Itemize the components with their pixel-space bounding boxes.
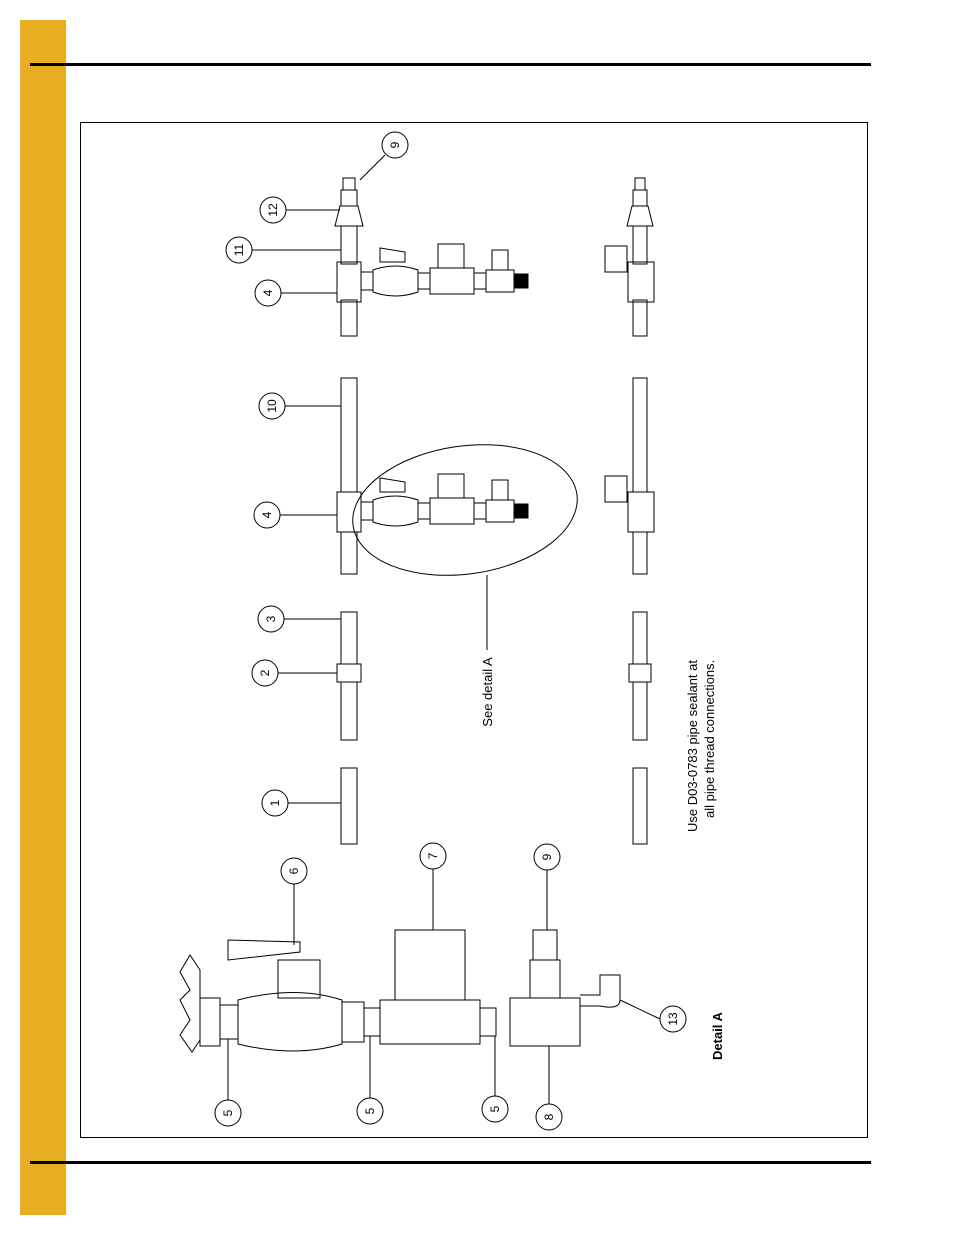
pipe-segment [341, 532, 357, 574]
tee-8 [486, 270, 514, 292]
callout-3-label: 3 [264, 615, 278, 622]
pipe-1 [341, 768, 357, 844]
branch-nipple [474, 273, 486, 289]
valve-end [342, 1002, 364, 1042]
callout-5-c-label: 5 [488, 1105, 502, 1112]
tee-8 [486, 500, 514, 522]
side-cap [635, 178, 645, 190]
side-pipe [633, 768, 647, 844]
detail-a [180, 930, 620, 1052]
callout-2-label: 2 [258, 669, 272, 676]
side-nipple [633, 226, 647, 264]
branch-nipple [361, 272, 373, 290]
pipe-segment [341, 300, 357, 336]
callout-11-label: 11 [232, 243, 246, 256]
side-fitting [633, 190, 647, 206]
side-pipe [633, 532, 647, 574]
pipe-3 [341, 612, 357, 664]
side-pipe [633, 612, 647, 664]
fitting-9-detail [530, 960, 560, 998]
nipple-5 [480, 1008, 496, 1036]
side-tee [628, 492, 654, 532]
callout-5-b-label: 5 [363, 1107, 377, 1114]
note-line-1: Use D03-0783 pipe sealant at [685, 660, 700, 832]
solenoid-coil [438, 244, 464, 268]
solenoid-coil-7 [395, 930, 465, 1000]
fitting-9 [341, 190, 357, 206]
nipple-5 [220, 1005, 238, 1039]
callout-7-label: 7 [426, 852, 440, 859]
side-pipe [633, 378, 647, 492]
tee-4 [337, 492, 361, 532]
solenoid-body [430, 268, 474, 294]
callout-8-label: 8 [542, 1113, 556, 1120]
pipe-stack [337, 612, 361, 844]
branch-nipple [418, 503, 430, 519]
valve-handle [380, 248, 405, 262]
callout-9-top-label: 9 [388, 141, 402, 148]
callout-9-detail-label: 9 [540, 853, 554, 860]
nipple-5 [364, 1008, 380, 1036]
callout-5-a-label: 5 [221, 1109, 235, 1116]
callout-10-label: 10 [265, 399, 279, 413]
fitting-9-cap [343, 178, 355, 190]
elbow-13 [514, 504, 528, 518]
side-pipe [633, 300, 647, 336]
callout-6-label: 6 [287, 867, 301, 874]
coupling-2 [337, 664, 361, 682]
callout-1-label: 1 [268, 799, 282, 806]
fitting-9 [492, 250, 508, 270]
fitting-9 [492, 480, 508, 500]
valve-handle-6 [228, 940, 300, 960]
solenoid-body-detail [380, 1000, 480, 1044]
callout-4-top-label: 4 [261, 289, 275, 296]
detail-a-ellipse [344, 431, 586, 589]
side-solenoid [605, 476, 627, 502]
pipe-segment [341, 682, 357, 740]
top-assembly [335, 178, 528, 336]
side-tee [628, 262, 654, 302]
see-detail-label: See detail A [480, 657, 495, 727]
leader [360, 155, 385, 180]
ball-valve [373, 266, 418, 296]
tee-end [180, 955, 200, 1052]
reducer-12 [335, 206, 363, 226]
pipe-10 [341, 378, 357, 492]
branch-nipple [418, 273, 430, 289]
side-view-column [605, 178, 654, 844]
fitting-9-cap [533, 930, 557, 960]
callout-12-label: 12 [266, 203, 280, 217]
side-coupling [629, 664, 651, 682]
branch-nipple [474, 503, 486, 519]
elbow-13 [514, 274, 528, 288]
fitting [200, 998, 220, 1046]
side-pipe [633, 682, 647, 740]
nipple-11 [341, 226, 357, 264]
ball-valve-detail [238, 993, 342, 1052]
tee-8-detail [510, 998, 580, 1046]
ball-valve [373, 496, 418, 526]
callout-4-mid-label: 4 [260, 511, 274, 518]
leader [620, 1000, 660, 1019]
callout-13-label: 13 [666, 1012, 680, 1026]
callout-numbers: 9 12 11 4 10 4 3 2 1 6 7 9 13 5 5 5 8 Se… [221, 141, 725, 1120]
valve-handle [380, 478, 405, 492]
callouts [215, 132, 686, 1130]
side-reducer [627, 206, 653, 226]
detail-title: Detail A [710, 1011, 725, 1060]
side-solenoid [605, 246, 627, 272]
solenoid-coil [438, 474, 464, 498]
middle-assembly [337, 378, 586, 650]
note-line-2: all pipe thread connections. [702, 660, 717, 818]
branch-nipple [361, 502, 373, 520]
elbow-13-detail [580, 975, 620, 1007]
solenoid-body [430, 498, 474, 524]
tee-fitting [337, 262, 361, 302]
